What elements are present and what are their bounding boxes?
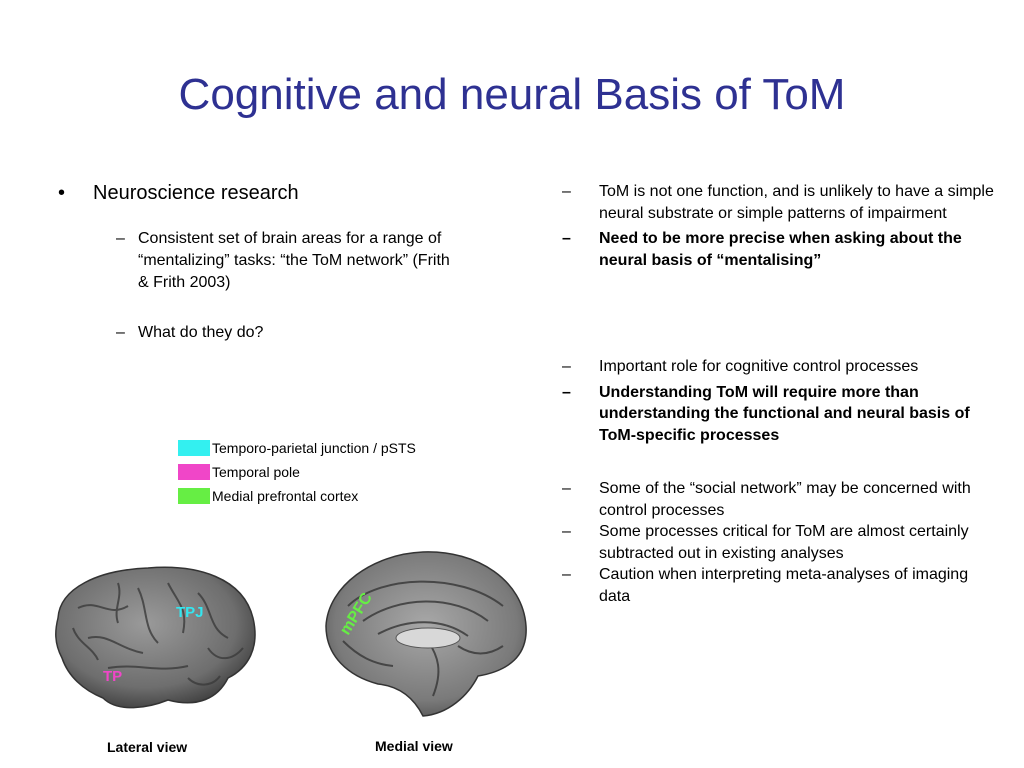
tpj-label: TPJ [176,604,204,621]
dash-mark: – [562,183,571,200]
legend-item-mpfc: Medial prefrontal cortex [178,484,416,508]
legend-label: Medial prefrontal cortex [212,488,359,504]
right-column: – ToM is not one function, and is unlike… [562,181,1002,607]
right-item-text: Caution when interpreting meta-analyses … [599,566,969,605]
dash-mark: – [116,230,125,247]
right-item-text: Some processes critical for ToM are almo… [599,523,969,562]
medial-view-caption: Medial view [375,738,453,754]
dash-mark: – [116,324,125,341]
right-item-text: Understanding ToM will require more than… [599,383,970,444]
legend-swatch-cyan [178,440,210,456]
dash-mark: – [562,566,571,583]
lateral-brain-image: TPJ TP [55,566,256,709]
lateral-view-caption: Lateral view [107,739,188,755]
right-item-text: ToM is not one function, and is unlikely… [599,183,994,222]
right-item: – Need to be more precise when asking ab… [562,228,1002,271]
bullet-text: Neuroscience research [93,182,299,204]
subitem-what-do-they-do: – What do they do? [116,322,458,344]
legend-label: Temporal pole [212,464,300,480]
slide-title: Cognitive and neural Basis of ToM [178,70,846,119]
left-column: • Neuroscience research – Consistent set… [58,180,458,344]
tp-label: TP [103,668,122,685]
dash-mark: – [562,230,571,247]
dash-mark: – [562,358,571,375]
bullet-neuroscience: • Neuroscience research [58,180,458,206]
bullet-mark: • [58,182,66,204]
medial-brain-image: mPFC [325,551,527,717]
legend-item-tp: Temporal pole [178,460,416,484]
subitem-brain-areas: – Consistent set of brain areas for a ra… [116,228,458,294]
right-item: – Caution when interpreting meta-analyse… [562,564,1002,607]
dash-mark: – [562,523,571,540]
right-item-text: Important role for cognitive control pro… [599,358,919,375]
corpus-callosum-shape [395,627,461,649]
subitem-text: What do they do? [138,324,264,341]
right-item: – ToM is not one function, and is unlike… [562,181,1002,224]
legend-swatch-green [178,488,210,504]
right-item: – Important role for cognitive control p… [562,356,1002,378]
subitem-text: Consistent set of brain areas for a rang… [138,230,450,291]
legend-item-tpj: Temporo-parietal junction / pSTS [178,436,416,460]
right-item-text: Need to be more precise when asking abou… [599,230,962,269]
legend-label: Temporo-parietal junction / pSTS [212,440,416,456]
right-item: – Some of the “social network” may be co… [562,478,1002,521]
right-item: – Understanding ToM will require more th… [562,382,1002,447]
dash-mark: – [562,480,571,497]
legend: Temporo-parietal junction / pSTS Tempora… [178,436,416,508]
right-item: – Some processes critical for ToM are al… [562,521,1002,564]
legend-swatch-magenta [178,464,210,480]
dash-mark: – [562,383,571,401]
right-item-text: Some of the “social network” may be conc… [599,480,971,519]
